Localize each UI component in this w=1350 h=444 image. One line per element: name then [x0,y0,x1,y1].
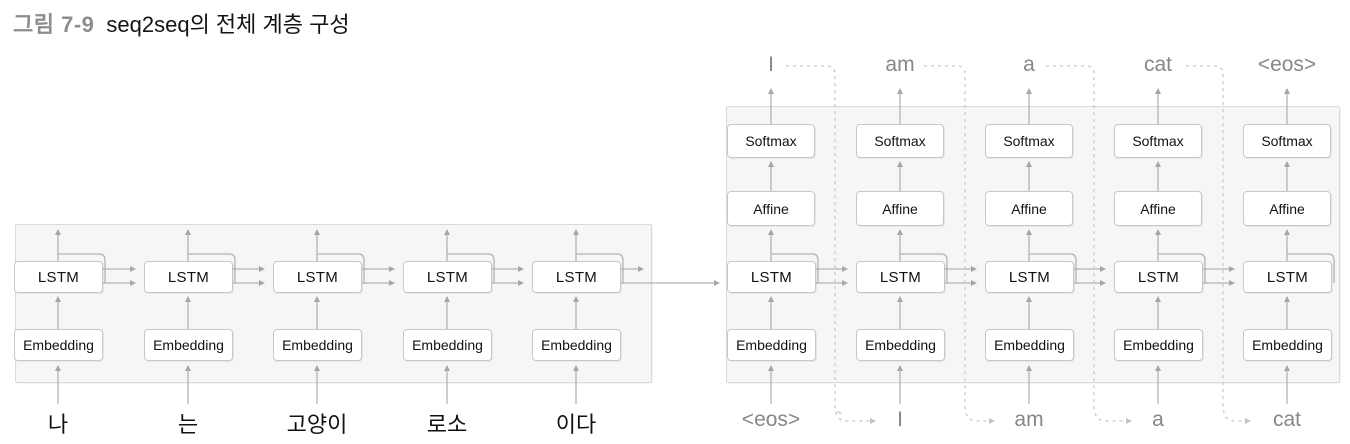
decoder-affine-box-2: Affine [856,191,944,226]
decoder-input-word-1: <eos> [741,408,801,431]
decoder-input-word-5: cat [1272,408,1302,431]
encoder-lstm-box-3: LSTM [273,261,362,293]
figure-title: 그림 7-9 seq2seq의 전체 계층 구성 [13,7,350,39]
decoder-output-word-1: I [768,53,774,76]
encoder-lstm-box-4: LSTM [403,261,492,293]
decoder-affine-box-1: Affine [727,191,815,226]
figure-caption: seq2seq의 전체 계층 구성 [106,12,350,37]
decoder-affine-box-3: Affine [985,191,1073,226]
encoder-input-word-1: 나 [47,412,69,437]
decoder-input-word-4: a [1152,408,1164,431]
encoder-lstm-box-5: LSTM [532,261,621,293]
decoder-lstm-box-2: LSTM [856,261,945,293]
decoder-output-word-5: <eos> [1257,53,1317,76]
encoder-embedding-box-5: Embedding [532,329,621,361]
encoder-input-word-4: 로소 [426,412,468,437]
encoder-input-word-3: 고양이 [286,412,348,437]
encoder-lstm-box-1: LSTM [14,261,103,293]
decoder-embedding-box-1: Embedding [727,329,816,361]
decoder-output-word-3: a [1023,53,1035,76]
decoder-embedding-box-4: Embedding [1114,329,1203,361]
decoder-lstm-box-1: LSTM [727,261,816,293]
encoder-input-word-2: 는 [177,412,199,437]
encoder-embedding-box-3: Embedding [273,329,362,361]
decoder-softmax-box-4: Softmax [1114,124,1202,158]
decoder-softmax-box-2: Softmax [856,124,944,158]
decoder-affine-box-5: Affine [1243,191,1331,226]
decoder-output-word-2: am [885,53,915,76]
decoder-lstm-box-3: LSTM [985,261,1074,293]
decoder-embedding-box-5: Embedding [1243,329,1332,361]
decoder-embedding-box-2: Embedding [856,329,945,361]
figure-number-label: 그림 7-9 [13,12,95,37]
decoder-affine-box-4: Affine [1114,191,1202,226]
encoder-embedding-box-1: Embedding [14,329,103,361]
decoder-lstm-box-4: LSTM [1114,261,1203,293]
decoder-lstm-box-5: LSTM [1243,261,1332,293]
decoder-input-word-3: am [1014,408,1044,431]
decoder-input-word-2: I [897,408,903,431]
decoder-output-word-4: cat [1143,53,1173,76]
encoder-embedding-box-4: Embedding [403,329,492,361]
encoder-lstm-box-2: LSTM [144,261,233,293]
decoder-softmax-box-5: Softmax [1243,124,1331,158]
decoder-softmax-box-3: Softmax [985,124,1073,158]
encoder-embedding-box-2: Embedding [144,329,233,361]
decoder-embedding-box-3: Embedding [985,329,1074,361]
decoder-softmax-box-1: Softmax [727,124,815,158]
encoder-input-word-5: 이다 [555,412,597,437]
